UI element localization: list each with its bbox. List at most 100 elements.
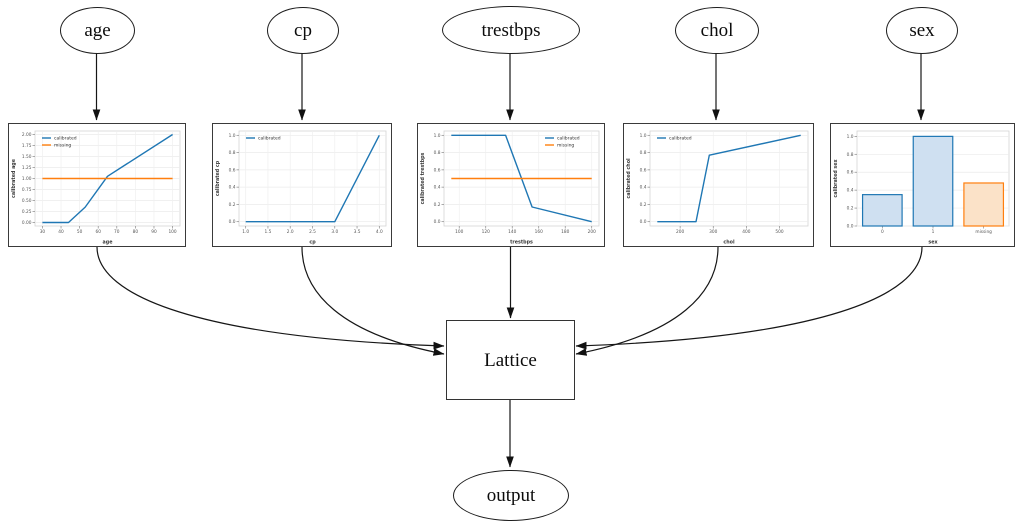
svg-text:2.5: 2.5 [309,229,316,235]
y-axis: 0.0 0.2 0.4 0.6 0.8 1.0 [847,134,857,230]
svg-text:0.2: 0.2 [847,206,854,212]
bar-0 [861,194,903,227]
node-cp: cp [267,7,339,54]
node-sex: sex [886,7,958,54]
node-output-label: output [486,485,536,506]
gridlines [650,131,808,226]
svg-text:200: 200 [676,229,684,235]
x-axis-label: trestbps [510,240,533,246]
svg-text:400: 400 [742,229,750,235]
node-trestbps: trestbps [442,6,580,54]
svg-text:0.25: 0.25 [22,209,32,215]
svg-text:0.50: 0.50 [22,198,32,204]
bar-missing [963,182,1005,227]
svg-text:0.6: 0.6 [847,170,854,176]
svg-text:1.00: 1.00 [22,176,32,182]
node-sex-label: sex [909,20,935,41]
svg-text:2.00: 2.00 [22,132,32,138]
svg-text:500: 500 [775,229,783,235]
y-axis-label: calibrated trestbps [420,152,426,204]
svg-text:0.2: 0.2 [434,202,441,208]
y-axis-label: calibrated age [11,158,17,198]
svg-text:1.0: 1.0 [640,133,647,139]
svg-text:0.0: 0.0 [847,224,854,230]
svg-text:90: 90 [151,229,157,235]
svg-text:300: 300 [709,229,717,235]
legend: calibrated [246,136,281,142]
svg-text:1.0: 1.0 [847,134,854,140]
y-axis-label: calibrated chol [626,158,632,199]
node-age: age [60,7,135,54]
svg-text:0.2: 0.2 [640,202,647,208]
svg-text:0.75: 0.75 [22,187,32,193]
y-axis: 0.000.250.500.751.001.251.501.752.00 [22,132,35,226]
svg-text:0.8: 0.8 [847,152,854,158]
svg-text:calibrated: calibrated [557,136,580,142]
x-axis-label: age [103,241,114,246]
svg-text:calibrated: calibrated [258,136,281,142]
plot-area [649,130,809,227]
svg-text:180: 180 [561,229,569,235]
svg-text:4.0: 4.0 [376,229,383,235]
svg-text:100: 100 [168,229,176,235]
series-calibrated [657,134,801,223]
x-axis-label: cp [309,241,316,246]
svg-text:missing: missing [54,143,71,149]
svg-text:60: 60 [95,229,101,235]
series-calibrated [42,133,173,224]
svg-text:200: 200 [588,229,596,235]
svg-text:3.5: 3.5 [354,229,361,235]
edge-age-to-lattice [96,246,445,350]
svg-text:30: 30 [40,229,46,235]
svg-text:0.6: 0.6 [434,167,441,173]
svg-text:0.2: 0.2 [229,202,236,208]
svg-text:2.0: 2.0 [287,229,294,235]
edge-chol-to-lattice [575,246,719,356]
svg-text:0.6: 0.6 [229,167,236,173]
svg-text:0.4: 0.4 [229,185,236,191]
svg-text:40: 40 [58,229,64,235]
svg-text:1.25: 1.25 [22,165,32,171]
svg-text:0.4: 0.4 [847,188,854,194]
node-chol-label: chol [700,20,734,41]
series-calibrated [245,134,380,223]
svg-text:0.0: 0.0 [434,219,441,225]
y-axis: 0.00.20.40.60.81.0 [640,133,650,225]
svg-text:0: 0 [881,229,884,235]
svg-text:100: 100 [455,229,463,235]
svg-text:1.75: 1.75 [22,143,32,149]
bar-1 [912,135,954,227]
y-axis-label: calibrated cp [215,160,221,196]
svg-text:calibrated: calibrated [54,136,77,142]
edge-sex-to-lattice [575,246,923,350]
svg-text:0.6: 0.6 [640,167,647,173]
svg-text:1.0: 1.0 [229,133,236,139]
y-axis-label: calibrated sex [833,158,839,197]
x-axis: 1.0 1.5 2.0 2.5 3.0 3.5 4.0 [242,226,383,235]
svg-text:1.50: 1.50 [22,154,32,160]
svg-text:50: 50 [77,229,83,235]
svg-text:1.0: 1.0 [434,133,441,139]
series-calibrated [451,134,592,223]
node-cp-label: cp [294,20,312,41]
svg-text:3.0: 3.0 [331,229,338,235]
x-axis-label: sex [928,241,938,246]
svg-text:1.5: 1.5 [265,229,272,235]
gridlines [444,131,599,226]
svg-text:0.8: 0.8 [640,150,647,156]
svg-text:70: 70 [114,229,120,235]
edge-cp-to-lattice [301,246,445,356]
svg-text:1.0: 1.0 [242,229,249,235]
